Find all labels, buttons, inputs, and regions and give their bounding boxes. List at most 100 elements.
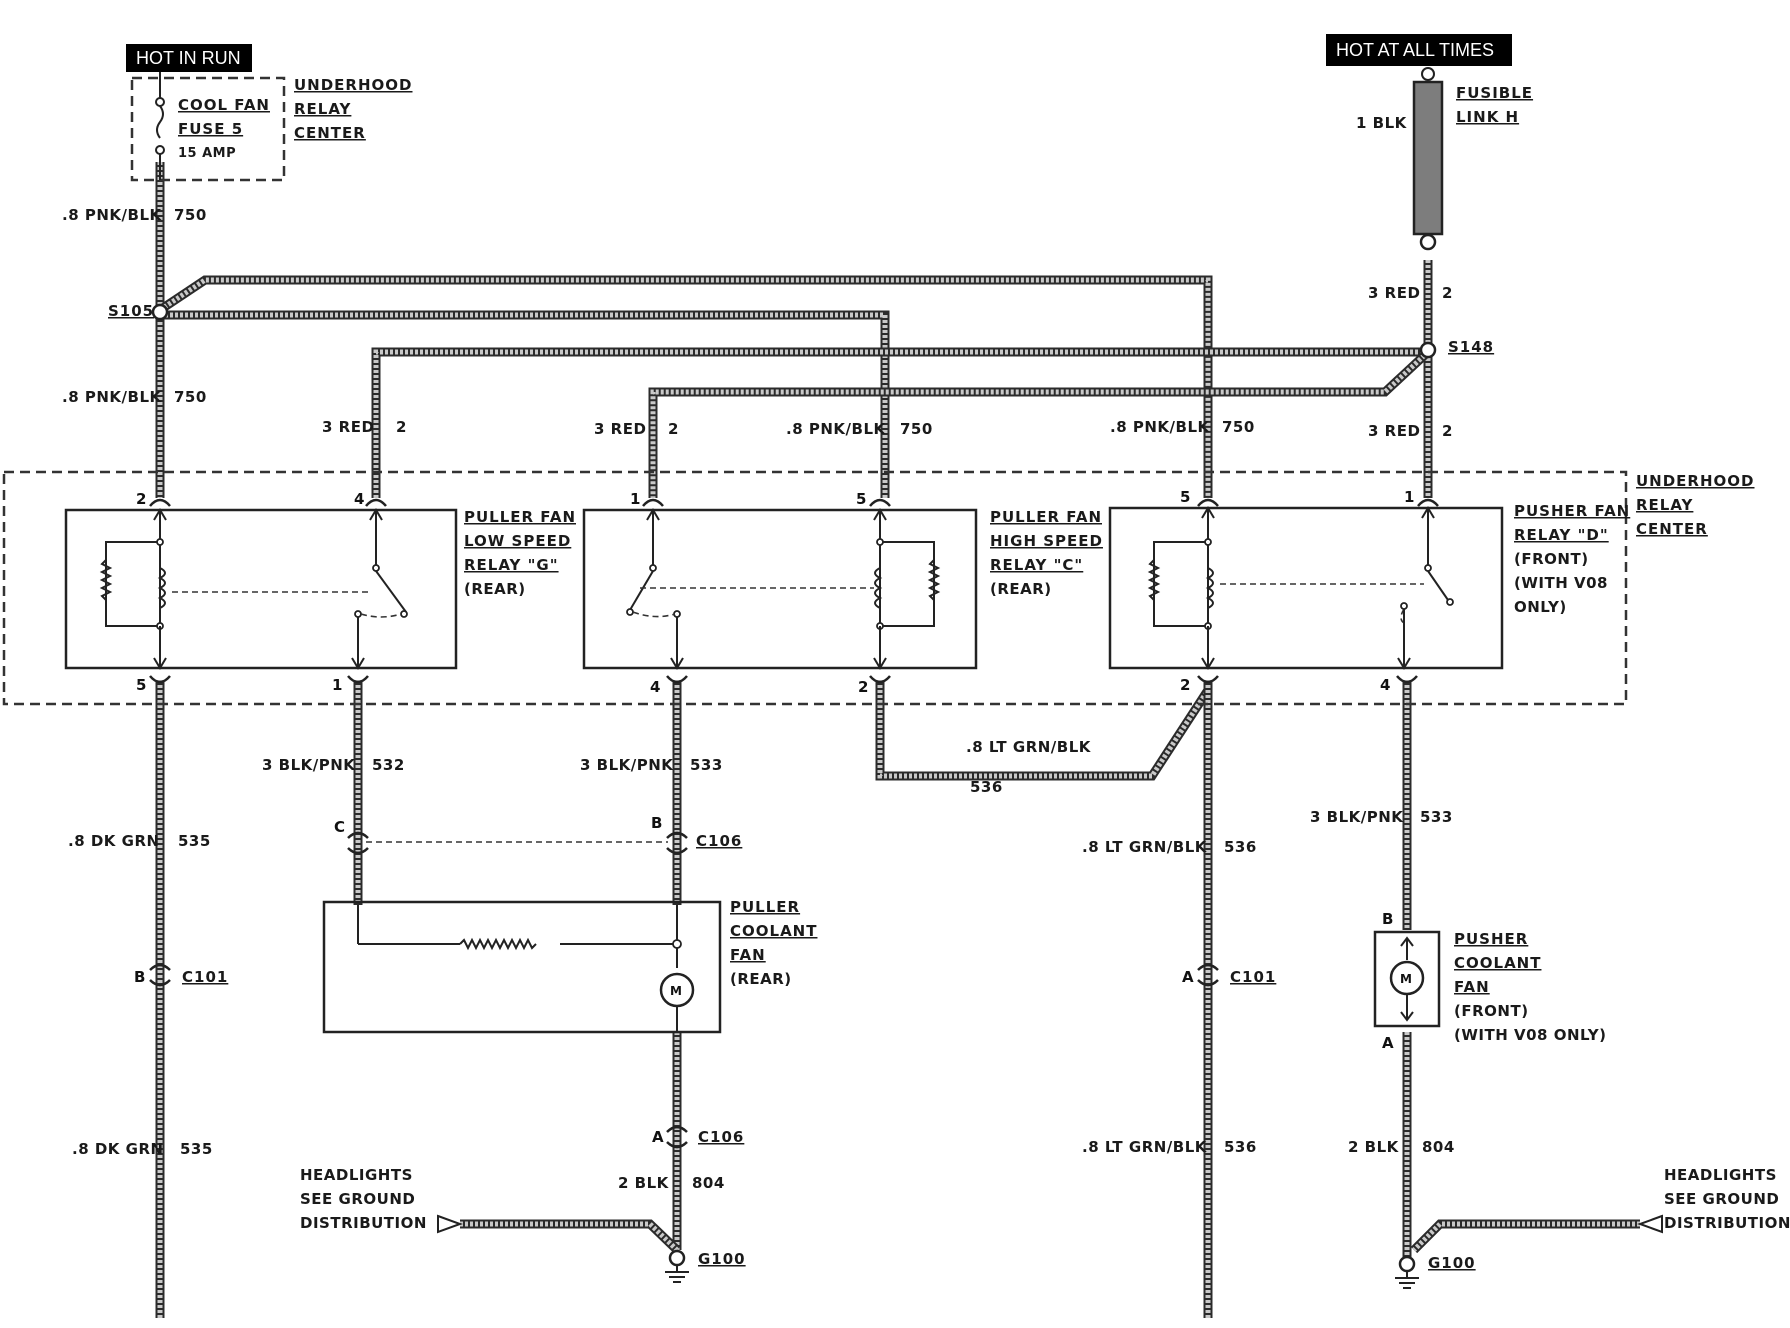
puller-fan-label-1: PULLER: [730, 898, 800, 916]
headlights-label-1: HEADLIGHTS: [1664, 1166, 1777, 1184]
relay-d-label-5: ONLY): [1514, 598, 1567, 616]
wire-number: 2: [668, 420, 679, 438]
relay-center-right-line3: CENTER: [1636, 520, 1708, 538]
headlights-label-1: HEADLIGHTS: [300, 1166, 413, 1184]
fuse-rating: 15 AMP: [178, 146, 236, 161]
relay-g: PULLER FAN LOW SPEED RELAY "G" (REAR): [64, 508, 576, 670]
hot-at-all-times-label: HOT AT ALL TIMES: [1336, 40, 1494, 60]
ground-g100-left: G100: [665, 1249, 745, 1283]
wire-number: 750: [174, 206, 207, 224]
relay-c-label-1: PULLER FAN: [990, 508, 1102, 526]
wire-number: 804: [692, 1174, 725, 1192]
headlights-ref-left: HEADLIGHTS SEE GROUND DISTRIBUTION: [300, 1166, 463, 1234]
fuse-number: FUSE 5: [178, 120, 243, 138]
wire-label: .8 LT GRN/BLK: [966, 738, 1092, 756]
wire-label: .8 LT GRN/BLK: [1082, 838, 1208, 856]
wire-label: .8 PNK/BLK: [62, 388, 162, 406]
pusher-fan-label-2: COOLANT: [1454, 954, 1541, 972]
wire-label: 3 RED: [1368, 284, 1420, 302]
wire-number: 2: [1442, 284, 1453, 302]
connector-pin: A: [1382, 1034, 1394, 1052]
pin-number: 5: [136, 676, 146, 694]
c101-label: C101: [1230, 968, 1276, 986]
wire-label: 3 RED: [322, 418, 374, 436]
c106-label: C106: [698, 1128, 744, 1146]
fusible-link-label-2: LINK H: [1456, 108, 1519, 126]
connector-pin: B: [651, 814, 662, 832]
puller-fan-label-2: COOLANT: [730, 922, 817, 940]
relay-d-label-2: RELAY "D": [1514, 526, 1609, 544]
relay-center-right-line1: UNDERHOOD: [1636, 472, 1755, 490]
wire-labels-lower: 3 BLK/PNK 532 3 BLK/PNK 533 .8 LT GRN/BL…: [68, 738, 1455, 1192]
wire-label: 3 BLK/PNK: [1310, 808, 1404, 826]
wire-number: 750: [1222, 418, 1255, 436]
pin-number: 1: [332, 676, 342, 694]
relay-d: PUSHER FAN RELAY "D" (FRONT) (WITH V08 O…: [1108, 502, 1630, 670]
wires: [155, 162, 1640, 1318]
fusible-link: 1 BLK FUSIBLE LINK H: [1356, 67, 1532, 251]
relay-d-label-1: PUSHER FAN: [1514, 502, 1630, 520]
connector-pin: A: [652, 1128, 664, 1146]
headlights-label-2: SEE GROUND: [1664, 1190, 1779, 1208]
wire-label: 2 BLK: [1348, 1138, 1400, 1156]
wire-number: 536: [1224, 838, 1257, 856]
wire-label: .8 LT GRN/BLK: [1082, 1138, 1208, 1156]
wire-label: 3 RED: [1368, 422, 1420, 440]
connector-pin: A: [1182, 968, 1194, 986]
relay-g-label-3: RELAY "G": [464, 556, 559, 574]
pusher-coolant-fan: M B A PUSHER COOLANT FAN (FRONT) (WITH V…: [1373, 910, 1606, 1052]
wire-number: 535: [180, 1140, 213, 1158]
wire-labels-top: .8 PNK/BLK 750 .8 PNK/BLK 750 3 RED 2 3 …: [62, 206, 1453, 440]
wire-number: 804: [1422, 1138, 1455, 1156]
relay-c-label-3: RELAY "C": [990, 556, 1083, 574]
wire-label: .8 PNK/BLK: [786, 420, 886, 438]
pin-number: 4: [650, 678, 660, 696]
relay-center-top-line2: RELAY: [294, 100, 352, 118]
splice-s148: S148: [1419, 338, 1494, 359]
wire-label: 2 BLK: [618, 1174, 670, 1192]
wire-label: .8 DK GRN: [72, 1140, 164, 1158]
s148-label: S148: [1448, 338, 1494, 356]
underhood-relay-center: UNDERHOOD RELAY CENTER: [2, 470, 1755, 706]
pin-number: 4: [354, 490, 364, 508]
headlights-ref-right: HEADLIGHTS SEE GROUND DISTRIBUTION: [1637, 1166, 1790, 1234]
wire-label: .8 PNK/BLK: [1110, 418, 1210, 436]
relay-g-label-2: LOW SPEED: [464, 532, 571, 550]
pin-number: 5: [856, 490, 866, 508]
pusher-fan-label-3: FAN: [1454, 978, 1490, 996]
wire-number: 533: [1420, 808, 1453, 826]
pin-number: 1: [1404, 488, 1414, 506]
wire-number: 2: [1442, 422, 1453, 440]
relay-d-label-4: (WITH V08: [1514, 574, 1608, 592]
relay-center-top-line1: UNDERHOOD: [294, 76, 413, 94]
wire-label: .8 DK GRN: [68, 832, 160, 850]
connector-pin: C: [334, 818, 345, 836]
pin-number: 2: [1180, 676, 1190, 694]
fuse-name: COOL FAN: [178, 96, 270, 114]
c101-label: C101: [182, 968, 228, 986]
relay-c-label-2: HIGH SPEED: [990, 532, 1103, 550]
wire-label: .8 PNK/BLK: [62, 206, 162, 224]
underhood-relay-center-label-top: UNDERHOOD RELAY CENTER: [294, 76, 413, 142]
motor-icon: M: [1400, 972, 1412, 986]
pin-number: 2: [858, 678, 868, 696]
pin-number: 1: [630, 490, 640, 508]
relay-g-label-4: (REAR): [464, 580, 526, 598]
relay-center-top-line3: CENTER: [294, 124, 366, 142]
c106-label: C106: [696, 832, 742, 850]
wire-number: 535: [178, 832, 211, 850]
headlights-label-2: SEE GROUND: [300, 1190, 415, 1208]
relay-g-label-1: PULLER FAN: [464, 508, 576, 526]
headlights-label-3: DISTRIBUTION: [300, 1214, 427, 1232]
wire-number: 750: [900, 420, 933, 438]
relay-center-right-line2: RELAY: [1636, 496, 1694, 514]
puller-fan-label-4: (REAR): [730, 970, 792, 988]
wire-label: 3 BLK/PNK: [580, 756, 674, 774]
pusher-fan-label-1: PUSHER: [1454, 930, 1528, 948]
relay-c: PULLER FAN HIGH SPEED RELAY "C" (REAR): [582, 508, 1103, 670]
s105-label: S105: [108, 302, 154, 320]
pin-number: 5: [1180, 488, 1190, 506]
hot-in-run-header: HOT IN RUN: [126, 44, 252, 72]
connector-pin: B: [1382, 910, 1393, 928]
